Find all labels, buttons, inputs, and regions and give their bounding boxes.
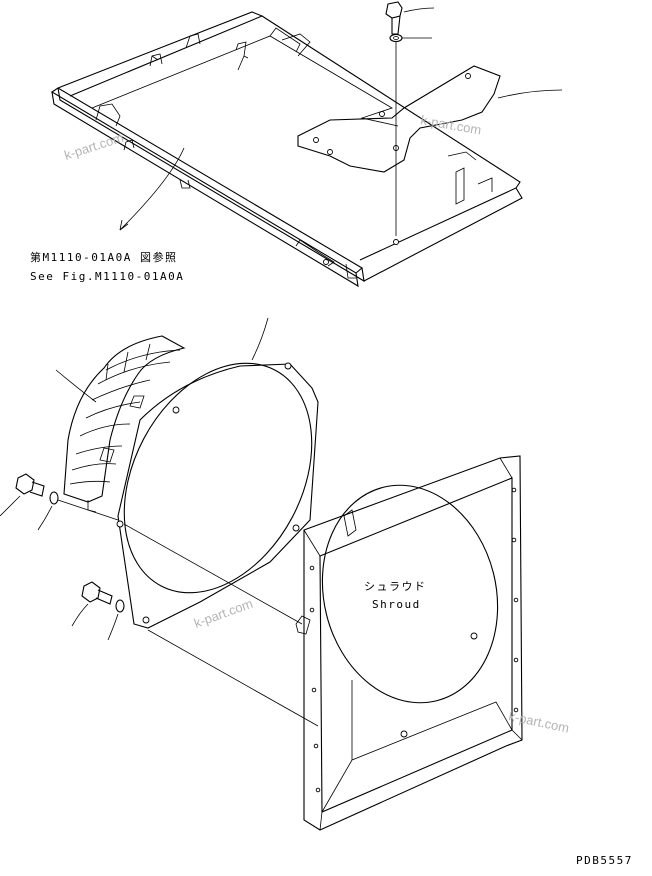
leader-lines-bottom [0,317,269,641]
page-code: PDB5557 [576,854,633,867]
cover-plate [297,65,501,173]
bolt-lower-left [81,581,125,613]
fan-ring [116,362,319,629]
shroud-label-jp: シュラウド [364,580,427,593]
watermark-4: k-part.com [507,708,570,735]
leader-lines-top [119,7,563,231]
bolt-upper-left [15,473,119,521]
frame-assembly [50,11,523,288]
reference-label-en: See Fig.M1110-01A0A [30,270,184,283]
shroud-label-en: Shroud [372,598,421,611]
watermark-1: k-part.com [62,130,125,163]
fan-guard [63,335,186,513]
bolt-top [385,1,403,245]
shroud [295,455,523,831]
reference-label-jp: 第M1110-01A0A 図参照 [30,250,177,264]
projection-lines [123,523,319,727]
